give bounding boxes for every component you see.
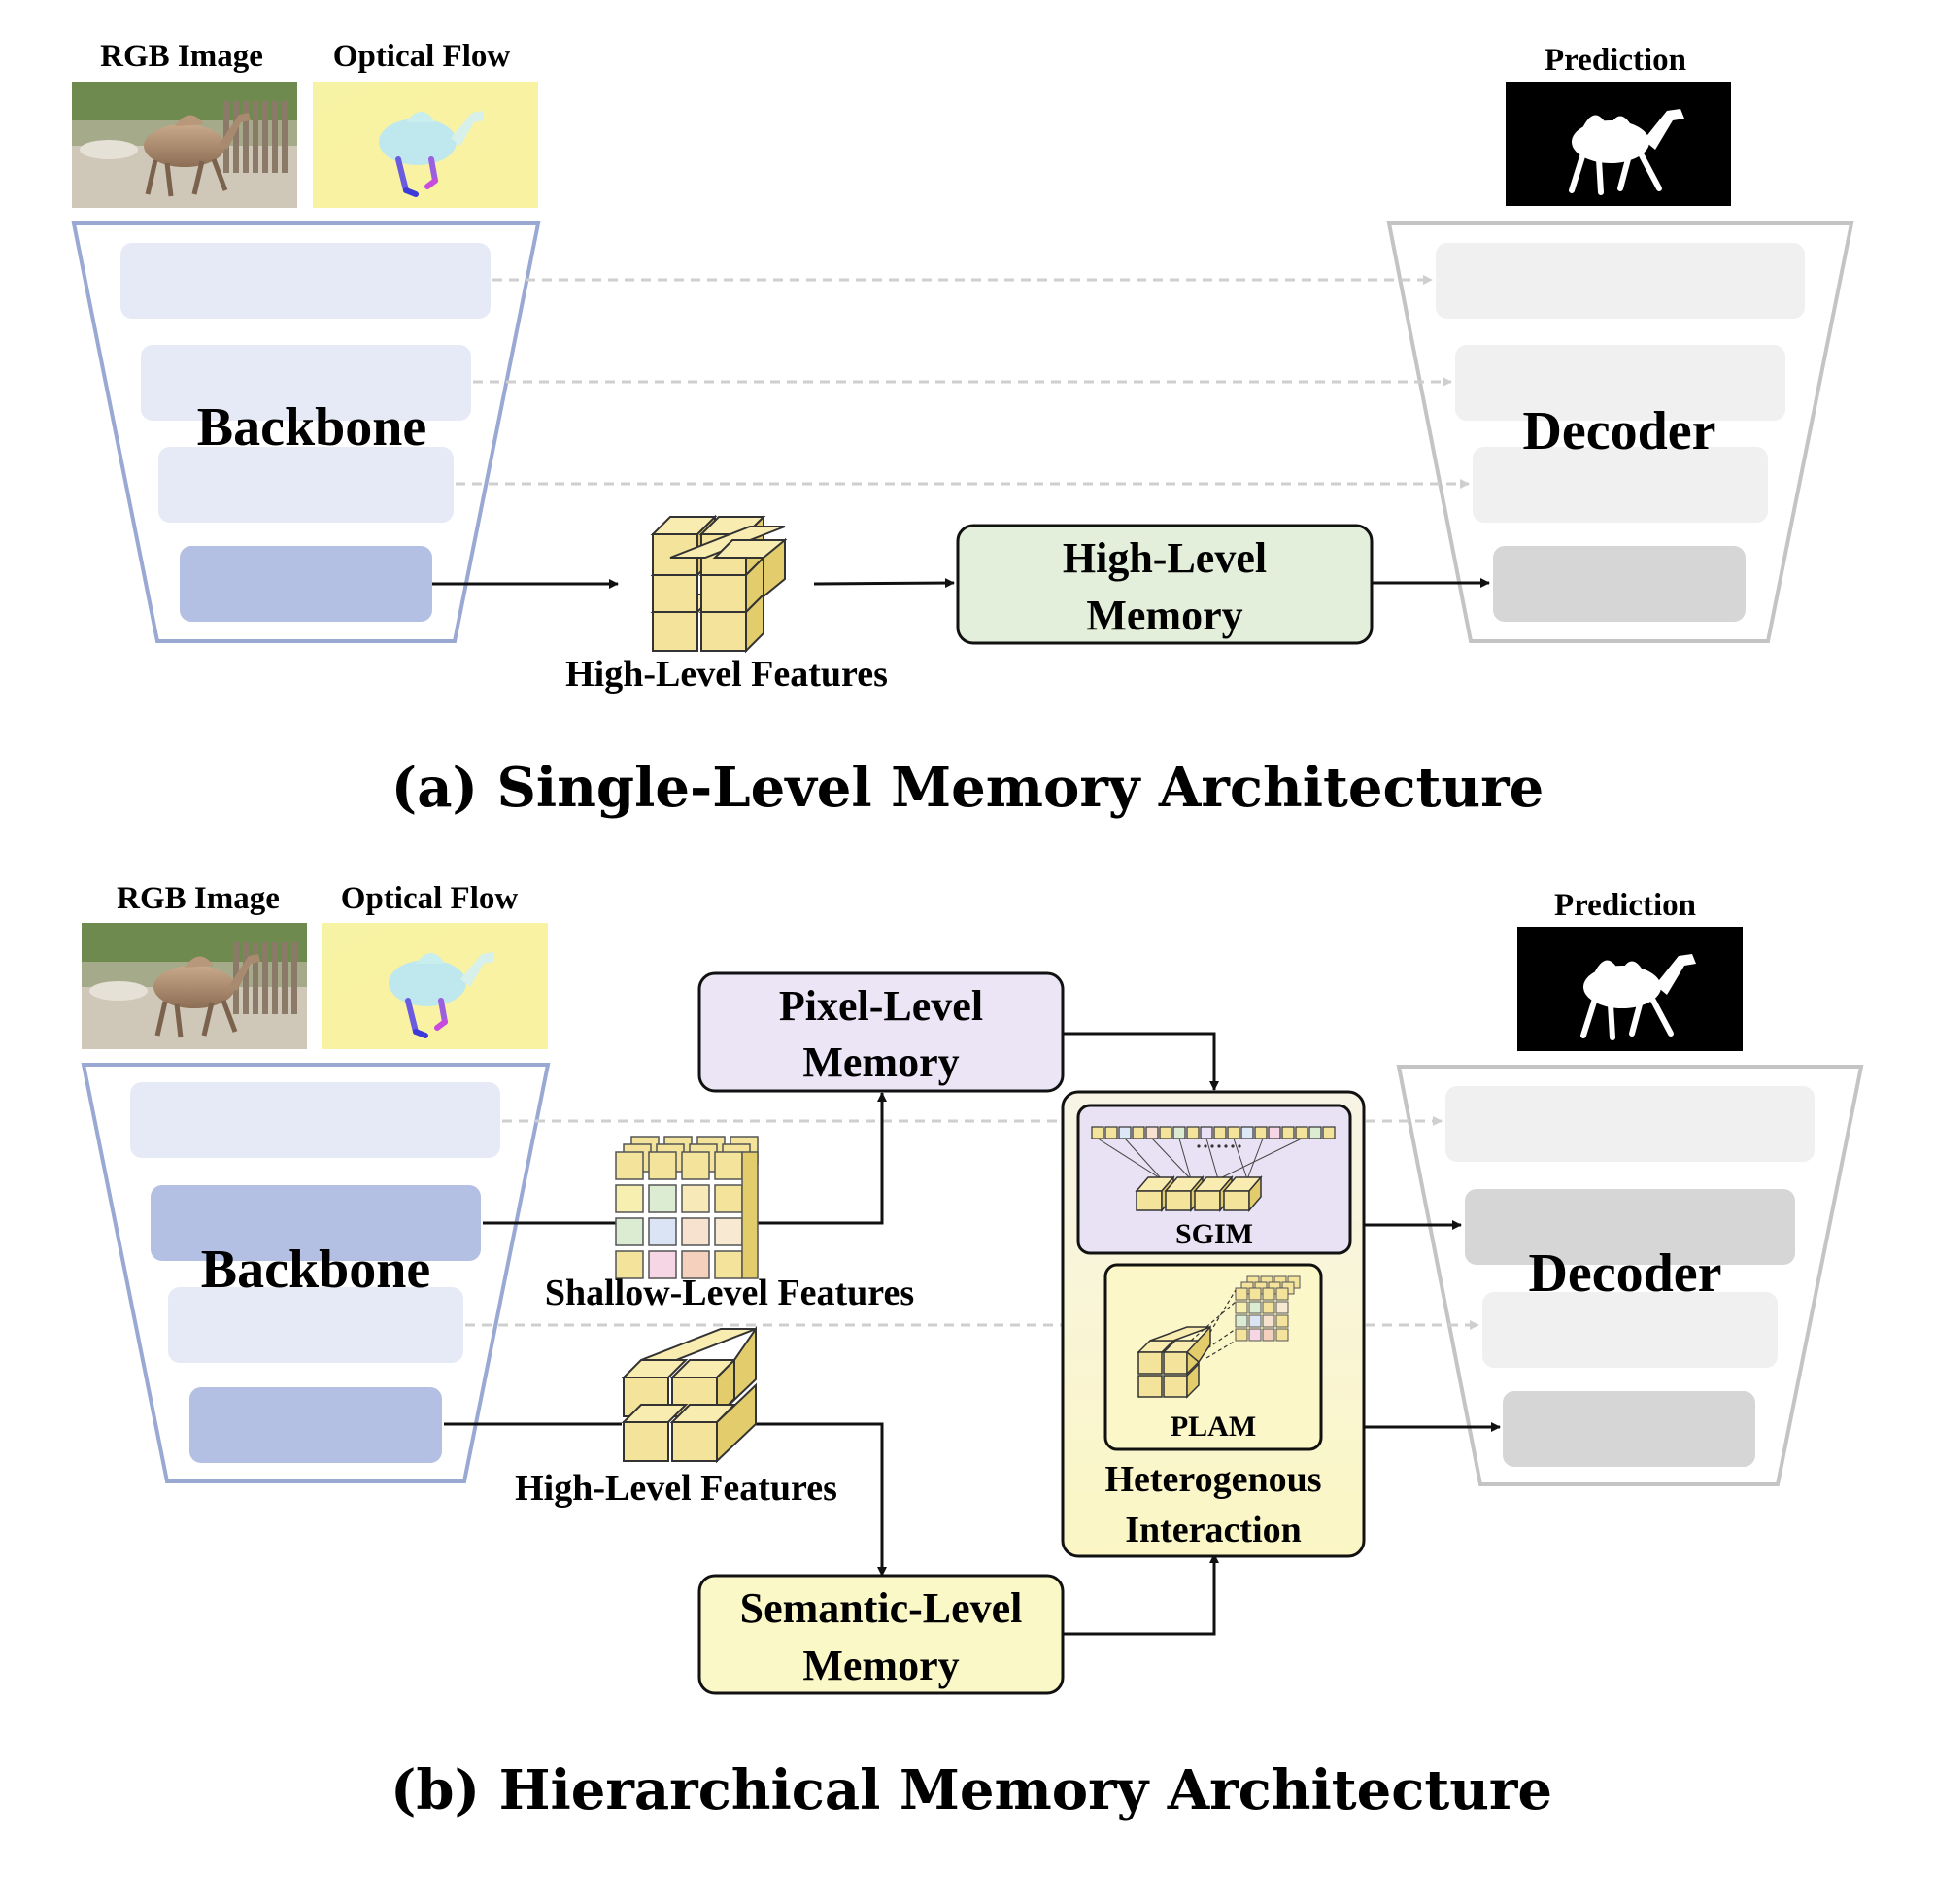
backbone-label-b: Backbone [201, 1240, 431, 1300]
backbone-b-stage-3 [168, 1287, 463, 1363]
plam-block: PLAM [1103, 1263, 1323, 1451]
sgim-label: SGIM [1175, 1218, 1253, 1250]
decoder-label-b: Decoder [1528, 1243, 1721, 1304]
decoder-b-stage-3 [1482, 1292, 1778, 1368]
optical-flow-label-b: Optical Flow [341, 881, 519, 916]
decoder-stage-3 [1473, 447, 1768, 523]
backbone-encoder-b: Backbone [81, 1063, 551, 1483]
high-level-features-label-b: High-Level Features [515, 1468, 837, 1509]
backbone-b-stage-1 [130, 1082, 500, 1158]
semantic-memory-line2: Memory [802, 1642, 959, 1689]
decoder-b-stage-1 [1445, 1086, 1815, 1162]
pixel-memory-line2: Memory [802, 1038, 959, 1086]
high-level-memory-line1: High-Level [1063, 534, 1267, 582]
heterogenous-label-line1: Heterogenous [1104, 1459, 1321, 1500]
decoder-b: Decoder [1396, 1065, 1864, 1486]
caption-b: (b) Hierarchical Memory Architecture [390, 1758, 1552, 1822]
panel-b: RGB Image Optical Flow Prediction [81, 881, 1864, 1822]
rgb-image-thumbnail [72, 82, 297, 208]
decoder-stage-4 [1493, 546, 1746, 622]
decoder-stage-2 [1455, 345, 1785, 421]
heterogenous-interaction-module: SGIM [1061, 1090, 1366, 1558]
decoder-stage-1 [1436, 243, 1805, 319]
rgb-image-label-b: RGB Image [117, 881, 280, 916]
sgim-block: SGIM [1076, 1104, 1352, 1255]
pixel-memory-line1: Pixel-Level [779, 982, 983, 1030]
decoder-b-stage-2 [1465, 1189, 1795, 1265]
backbone-stage-3 [158, 447, 454, 523]
optical-flow-thumbnail [313, 82, 538, 208]
shallow-level-features-icon [615, 1136, 759, 1279]
backbone-stage-4 [180, 546, 432, 622]
backbone-stage-1 [120, 243, 491, 319]
plam-label: PLAM [1171, 1411, 1256, 1443]
decoder-a: Decoder [1386, 221, 1854, 643]
backbone-stage-2 [141, 345, 471, 421]
flow-arrows-a [432, 578, 1490, 589]
skip-connections-a [456, 275, 1470, 489]
prediction-mask [1506, 82, 1731, 206]
flow-arrows-b [444, 1032, 1501, 1636]
optical-flow-thumbnail-b [322, 923, 548, 1049]
high-level-memory-line2: Memory [1086, 592, 1242, 639]
decoder-label: Decoder [1522, 401, 1715, 461]
pixel-level-memory-box: Pixel-Level Memory [697, 971, 1065, 1093]
high-level-features-label: High-Level Features [565, 654, 888, 695]
decoder-b-stage-4 [1503, 1391, 1755, 1467]
sgim-token-row [1091, 1126, 1336, 1139]
panel-a: RGB Image Optical Flow Prediction [71, 39, 1854, 820]
backbone-encoder-a: Backbone [71, 221, 541, 643]
backbone-b-stage-2 [151, 1185, 481, 1261]
backbone-b-stage-4 [189, 1387, 442, 1463]
skip-connections-b [465, 1116, 1479, 1330]
optical-flow-label: Optical Flow [333, 39, 511, 74]
high-level-memory-box: High-Level Memory [956, 524, 1374, 645]
backbone-label: Backbone [197, 397, 427, 458]
prediction-mask-b [1517, 927, 1743, 1051]
prediction-label-b: Prediction [1554, 888, 1696, 923]
rgb-image-label: RGB Image [100, 39, 263, 74]
semantic-level-memory-box: Semantic-Level Memory [697, 1574, 1065, 1695]
heterogenous-label-line2: Interaction [1125, 1510, 1302, 1550]
shallow-level-features-label: Shallow-Level Features [545, 1273, 914, 1313]
rgb-image-thumbnail-b [82, 923, 307, 1049]
semantic-memory-line1: Semantic-Level [740, 1584, 1023, 1632]
high-level-features-icon-b [621, 1325, 757, 1464]
caption-a: (a) Single-Level Memory Architecture [391, 756, 1545, 820]
prediction-label: Prediction [1545, 43, 1686, 78]
high-level-features-icon-a [650, 514, 788, 654]
